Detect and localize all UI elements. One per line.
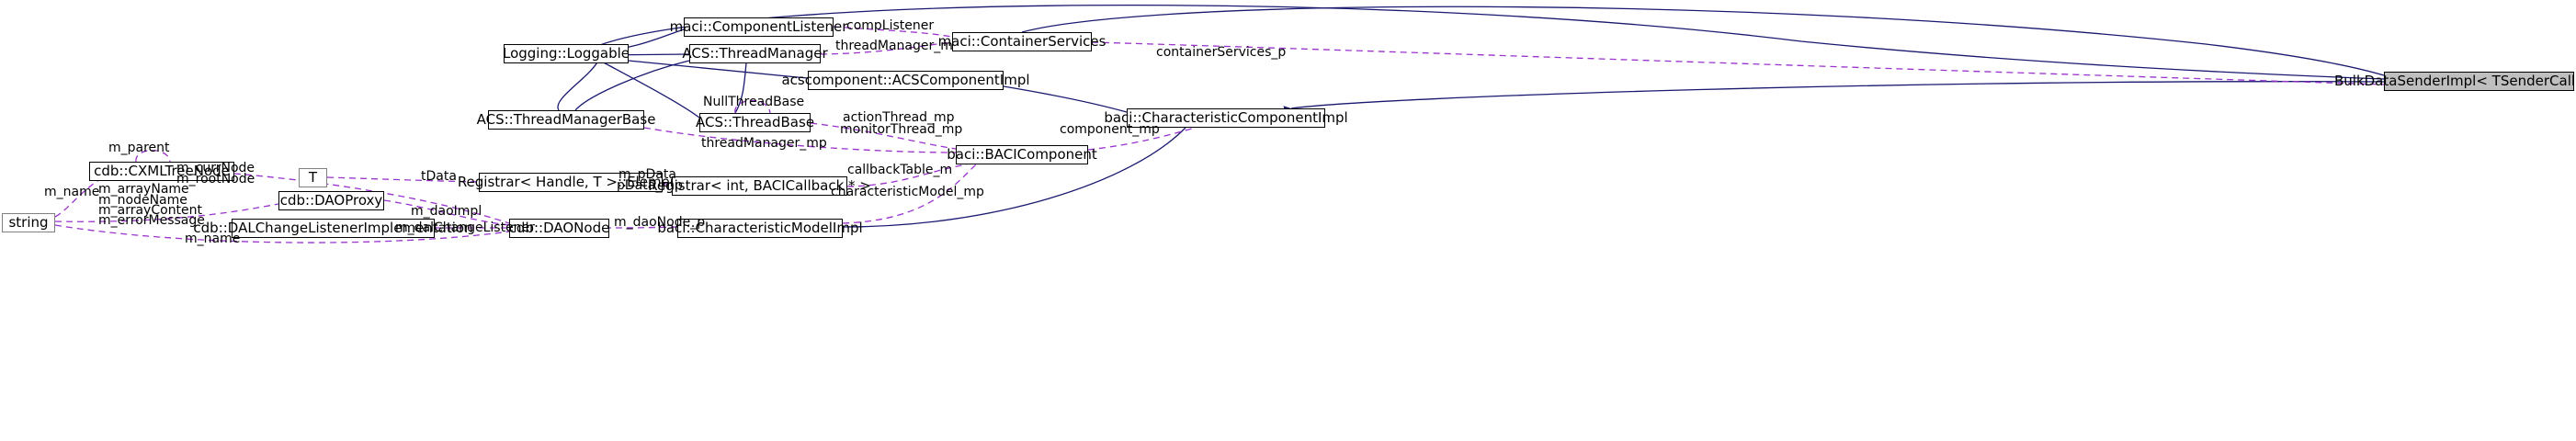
node-t[interactable]: T xyxy=(299,168,327,187)
edge-label-m-name-daonode: m_name xyxy=(185,232,241,246)
edge-label-m-rootnode: m_rootNode xyxy=(176,172,255,187)
edge-label-threadmanager-mp: threadManager_mp xyxy=(701,136,827,151)
node-registrar-int-bacicallback[interactable]: Registrar< int, BACICallback * > xyxy=(648,176,871,196)
node-cdb-daoproxy[interactable]: cdb::DAOProxy xyxy=(278,191,384,210)
usage-edges xyxy=(47,22,2385,243)
edge-label-component-mp: component_mp xyxy=(1060,122,1160,137)
node-maci-containerservices[interactable]: maci::ContainerServices xyxy=(937,32,1106,51)
edge-label-m-errormessage: m_errorMessage xyxy=(98,213,205,228)
edge-label-m-dalchangelistener: m_dalChangeListener xyxy=(395,220,535,235)
edge-label-callbacktable-m: callbackTable_m xyxy=(847,163,953,177)
edge-label-m-pdata: m_pData xyxy=(618,167,676,182)
edge-label-m-daonode-p: m_daoNode_p xyxy=(614,215,706,230)
edge-label-m-name-cxmltreenode: m_name xyxy=(44,185,100,199)
edge-label-m-parent: m_parent xyxy=(108,141,170,155)
edge-label-m-nodename: m_nodeName xyxy=(98,193,187,208)
edge-label-nullthreadbase: NullThreadBase xyxy=(703,95,805,109)
node-acs-threadmanagerbase[interactable]: ACS::ThreadManagerBase xyxy=(476,110,656,130)
node-logging-loggable[interactable]: Logging::Loggable xyxy=(502,44,630,63)
edge-label-tdata: tData xyxy=(421,169,457,184)
node-cdb-dalchangelistenerimplementation[interactable]: cdb::DALChangeListenerImplementation xyxy=(193,219,473,238)
edge-label-complistener: compListener xyxy=(846,18,935,33)
node-acscomponent-acscomponentimpl[interactable]: acscomponent::ACSComponentImpl xyxy=(781,71,1030,90)
edge-label-m-arraycontent: m_arrayContent xyxy=(98,203,203,218)
node-cdb-cxmltreenode[interactable]: cdb::CXMLTreeNode xyxy=(89,162,234,181)
node-baci-bacicomponent[interactable]: baci::BACIComponent xyxy=(947,145,1097,164)
edge-label-m-currnode: m_currNode xyxy=(176,161,255,175)
node-bulkdatasenderimpl[interactable]: BulkDataSenderImpl< TSenderCallback > xyxy=(2333,72,2576,91)
node-acs-threadmanager[interactable]: ACS::ThreadManager xyxy=(682,44,828,63)
edge-label-containerservices-p: containerServices_p xyxy=(1156,45,1287,60)
edge-label-m-arrayname: m_arrayName xyxy=(98,182,189,197)
edge-label-m-daoimpl: m_daoImpl xyxy=(411,204,482,219)
node-maci-componentlistener[interactable]: maci::ComponentListener xyxy=(669,17,848,37)
edge-label-monitorthread-mp: monitorThread_mp xyxy=(840,122,963,137)
node-cdb-daonode[interactable]: cdb::DAONode xyxy=(508,219,610,238)
edge-label-characteristicmodel-mp: characteristicModel_mp xyxy=(831,185,984,199)
node-string[interactable]: string xyxy=(2,213,55,232)
node-baci-characteristiccomponentimpl[interactable]: baci::CharacteristicComponentImpl xyxy=(1104,108,1348,128)
edge-label-threadmanager-m: threadManager_m xyxy=(835,39,953,53)
node-acs-threadbase[interactable]: ACS::ThreadBase xyxy=(695,113,815,132)
edge-label-pdata-mp: pData_mp xyxy=(617,178,683,193)
edge-label-actionthread-mp: actionThread_mp xyxy=(843,110,955,125)
node-baci-characteristicmodelimpl[interactable]: baci::CharacteristicModelImpl xyxy=(657,219,863,238)
